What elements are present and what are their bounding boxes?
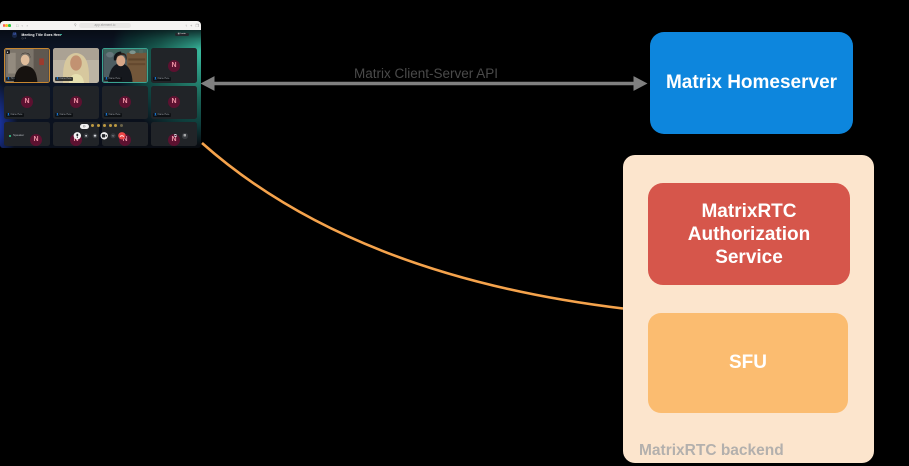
svg-text:Matrix Client-Server API: Matrix Client-Server API [354, 66, 498, 81]
